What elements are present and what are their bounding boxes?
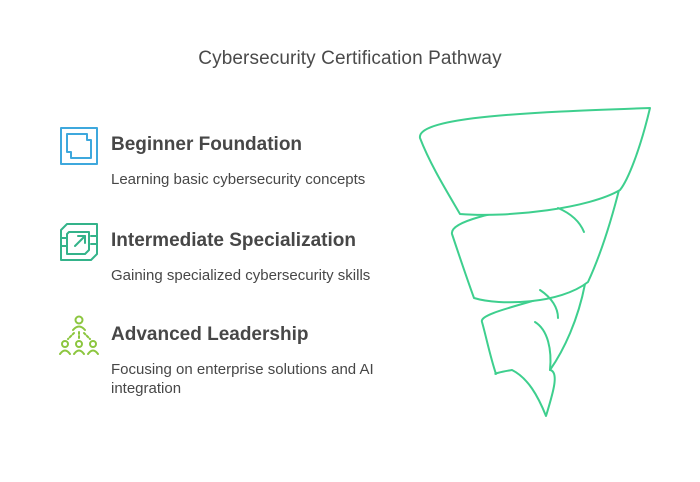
stage-description: Gaining specialized cybersecurity skills xyxy=(111,267,371,284)
spiral-funnel-illustration xyxy=(419,107,651,417)
stage-description: Focusing on enterprise solutions and AI … xyxy=(111,361,374,397)
chip-arrow-icon xyxy=(60,223,98,261)
stage-title: Advanced Leadership xyxy=(111,324,309,345)
funnel-inner-curve xyxy=(557,207,585,233)
funnel-band-bottom xyxy=(480,283,586,417)
funnel-band-top xyxy=(419,107,651,216)
stage-description: Learning basic cybersecurity concepts xyxy=(111,171,366,188)
team-leader-icon xyxy=(59,315,99,355)
stage-title: Intermediate Specialization xyxy=(111,230,356,251)
square-frame-icon xyxy=(60,127,98,165)
page-title: Cybersecurity Certification Pathway xyxy=(198,48,502,69)
funnel-inner-curve xyxy=(534,321,552,371)
funnel-inner-curve xyxy=(539,289,559,319)
stage-title: Beginner Foundation xyxy=(111,134,303,155)
